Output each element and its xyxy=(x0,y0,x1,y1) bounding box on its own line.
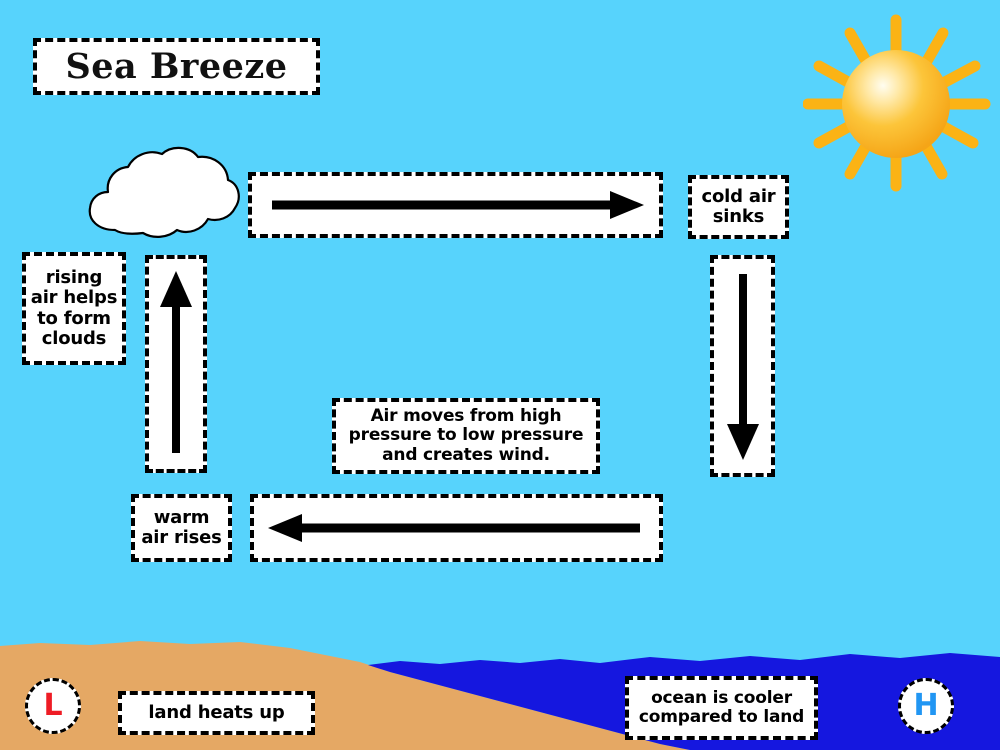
arrow-down-icon xyxy=(726,274,759,460)
label-land-heats-up: land heats up xyxy=(118,691,315,735)
label-text: rising air helps to form clouds xyxy=(30,267,118,349)
low-pressure-badge: L xyxy=(25,678,81,734)
sun-rays xyxy=(802,14,991,192)
badge-label: L xyxy=(43,688,63,723)
label-warm-air-rises: warm air rises xyxy=(131,494,232,562)
diagram-title-box: Sea Breeze xyxy=(33,38,320,95)
page-title: Sea Breeze xyxy=(65,46,288,87)
arrow-right-icon xyxy=(271,191,644,219)
label-rising-air-forms-clouds: rising air helps to form clouds xyxy=(22,252,126,365)
cloud-icon xyxy=(80,142,245,247)
arrow-left-icon xyxy=(267,514,640,542)
badge-label: H xyxy=(913,688,939,723)
arrow-left-box xyxy=(250,494,663,562)
sun-icon xyxy=(802,8,993,193)
high-pressure-badge: H xyxy=(898,678,954,734)
land-shape xyxy=(0,641,690,750)
label-ocean-is-cooler: ocean is cooler compared to land xyxy=(625,676,818,740)
arrow-up-box xyxy=(145,255,207,473)
label-text: warm air rises xyxy=(141,506,222,548)
label-text: ocean is cooler compared to land xyxy=(638,687,805,727)
label-text: Air moves from high pressure to low pres… xyxy=(348,406,584,465)
label-pressure-explanation: Air moves from high pressure to low pres… xyxy=(332,398,600,474)
sun-disc xyxy=(842,50,950,158)
label-text: cold air sinks xyxy=(701,185,776,227)
arrow-up-icon xyxy=(160,271,192,453)
label-cold-air-sinks: cold air sinks xyxy=(688,175,789,239)
label-text: land heats up xyxy=(148,701,285,723)
arrow-right-box xyxy=(248,172,663,238)
arrow-down-box xyxy=(710,255,775,477)
